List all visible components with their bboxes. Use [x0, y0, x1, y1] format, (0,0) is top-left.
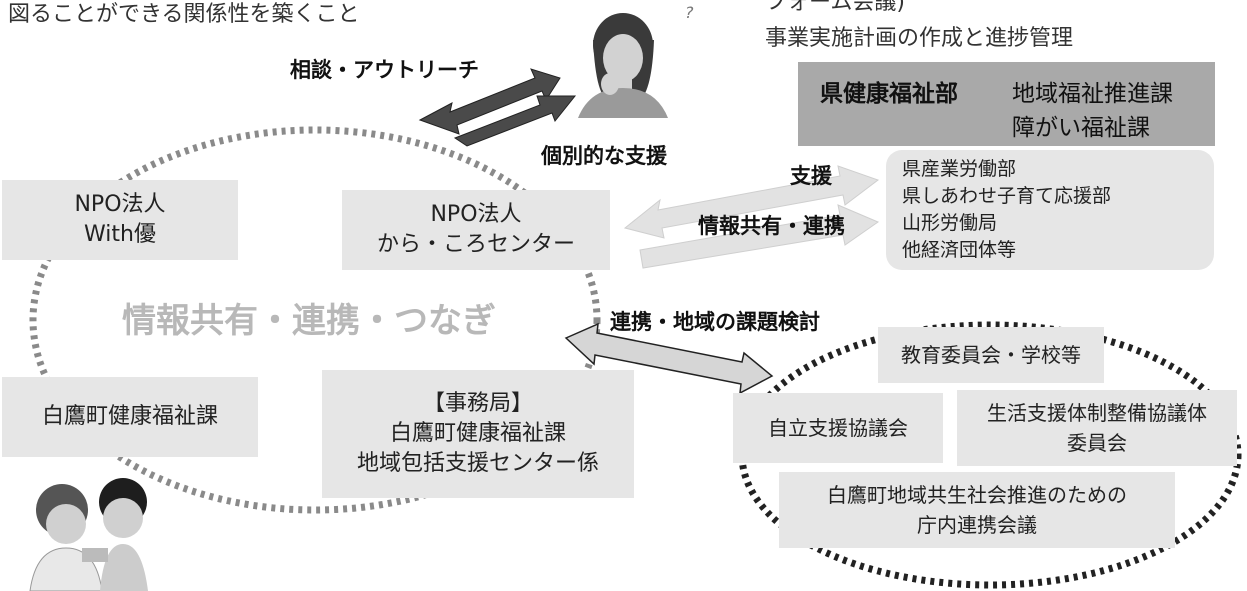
info-share-label: 情報共有・連携 — [698, 214, 845, 238]
npo-karakoro-box: NPO法人 から・ころセンター — [342, 190, 610, 270]
prefecture-box: 県健康福祉部 地域福祉推進課 障がい福祉課 — [798, 62, 1215, 146]
npo-with-line2: With優 — [84, 222, 156, 247]
independence-council-label: 自立支援協議会 — [768, 416, 908, 440]
individual-support-label: 個別的な支援 — [541, 144, 667, 168]
cooperation-arrow — [564, 322, 774, 395]
livelihood-council-line2: 委員会 — [1067, 431, 1127, 455]
prefecture-section-2: 障がい福祉課 — [1012, 115, 1150, 141]
other-org-4: 他経済団体等 — [902, 239, 1017, 261]
prefecture-dept: 県健康福祉部 — [820, 81, 958, 107]
secretariat-line3: 地域包括支援センター係 — [356, 451, 599, 476]
other-org-3: 山形労働局 — [902, 212, 998, 234]
secretariat-line1: 【事務局】 — [422, 391, 533, 416]
independence-council-box: 自立支援協議会 — [733, 393, 943, 463]
npo-karakoro-line2: から・ころセンター — [376, 232, 575, 257]
cooperation-label: 連携・地域の課題検討 — [610, 310, 820, 334]
town-health-label: 白鷹町健康福祉課 — [41, 404, 218, 429]
npo-with-line1: NPO法人 — [74, 192, 166, 217]
top-left-text: 図ることができる関係性を築くこと — [8, 2, 360, 27]
symbiosis-council-line2: 庁内連携会議 — [917, 513, 1037, 537]
consult-label: 相談・アウトリーチ — [290, 58, 479, 82]
education-council-label: 教育委員会・学校等 — [901, 343, 1081, 367]
npo-with-box: NPO法人 With優 — [2, 180, 238, 260]
support-label: 支援 — [790, 164, 832, 188]
symbiosis-council-box: 白鷹町地域共生社会推進のための 庁内連携会議 — [779, 472, 1175, 548]
svg-text:?: ? — [685, 3, 694, 22]
individual-support-arrow — [453, 95, 577, 147]
livelihood-council-line1: 生活支援体制整備協議体 — [987, 401, 1207, 425]
council-ellipse — [738, 321, 1242, 589]
secretariat-line2: 白鷹町健康福祉課 — [389, 421, 566, 446]
top-right-line1: フォーム会議) — [765, 0, 905, 15]
education-council-box: 教育委員会・学校等 — [878, 327, 1104, 383]
woman-illustration: ? — [578, 3, 694, 118]
other-orgs-box: 県産業労働部 県しあわせ子育て応援部 山形労働局 他経済団体等 — [886, 150, 1214, 270]
livelihood-council-box: 生活支援体制整備協議体 委員会 — [957, 390, 1237, 466]
people-illustration — [29, 478, 148, 591]
prefecture-section-1: 地域福祉推進課 — [1012, 81, 1173, 107]
symbiosis-council-line1: 白鷹町地域共生社会推進のための — [827, 483, 1127, 507]
consult-arrow — [418, 68, 561, 135]
other-org-1: 県産業労働部 — [902, 158, 1017, 180]
npo-karakoro-line1: NPO法人 — [430, 202, 522, 227]
other-org-2: 県しあわせ子育て応援部 — [902, 185, 1112, 207]
network-label: 情報共有・連携・つなぎ — [122, 301, 496, 341]
network-ellipse — [29, 126, 601, 514]
support-arrow — [623, 165, 880, 239]
top-right-line2: 事業実施計画の作成と進捗管理 — [765, 26, 1074, 51]
secretariat-box: 【事務局】 白鷹町健康福祉課 地域包括支援センター係 — [322, 370, 634, 498]
info-share-arrow — [639, 204, 880, 269]
town-health-box: 白鷹町健康福祉課 — [2, 377, 258, 457]
